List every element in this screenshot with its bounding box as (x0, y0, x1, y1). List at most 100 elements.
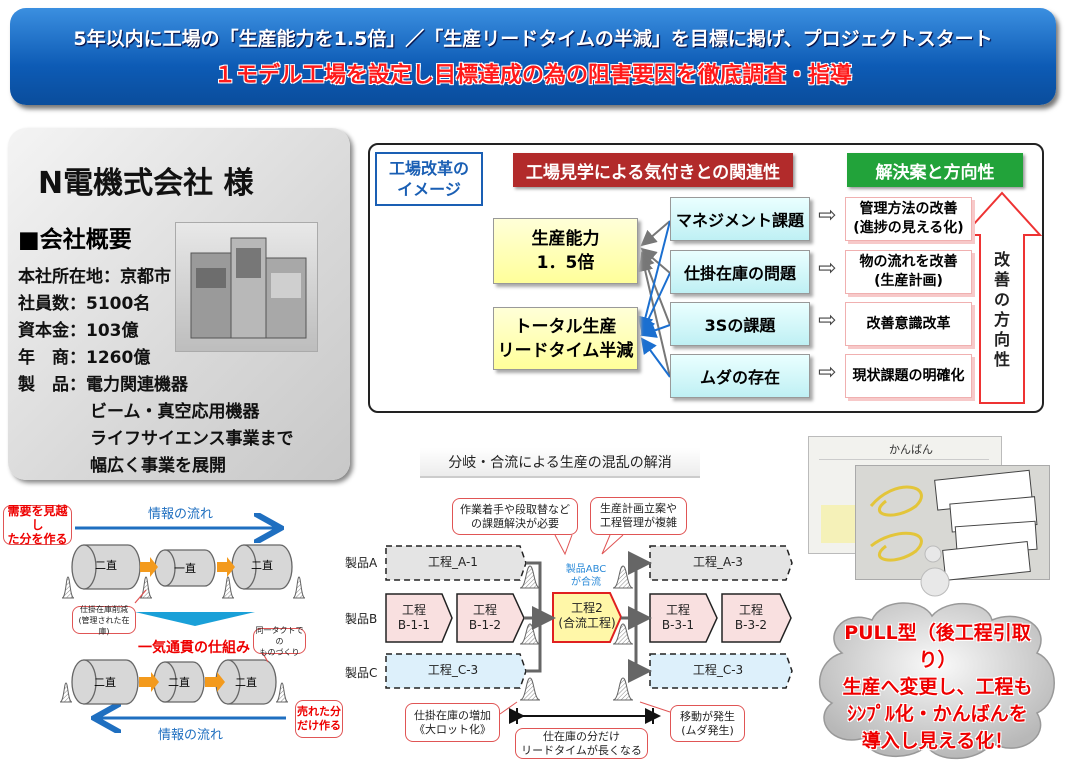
direction-up-arrow (961, 191, 1043, 404)
arrow-right-icon: ⇨ (818, 308, 837, 333)
merge-label: 製品ABC が合流 (565, 564, 607, 588)
process-b31: 工程 B-3-1 (661, 603, 695, 632)
direction-label: 改善の方向性 (994, 250, 1011, 369)
transform-down-arrow (135, 612, 255, 626)
cylinder (83, 544, 141, 590)
product-a-label: 製品A (345, 556, 378, 570)
thought-bubble-dots (920, 545, 950, 597)
shift-label: 一直 (174, 562, 196, 575)
process-b11-shape (385, 593, 453, 643)
cylinder (243, 544, 293, 590)
arrow-right-icon: ⇨ (818, 360, 837, 385)
orange-arrow (139, 672, 159, 692)
company-products: 製 品：電力関連機器 (18, 375, 188, 395)
inventory-bell (612, 623, 634, 645)
process-a3: 工程_A-3 (693, 555, 743, 569)
connector-lines (637, 191, 1043, 404)
issue-wip: 仕掛在庫の問題 (670, 250, 810, 294)
kanban-tags-icon (869, 469, 1038, 581)
callout-forecast: 需要を見越し た分を作る (3, 504, 72, 546)
inventory-bell (612, 677, 634, 701)
company-hq: 本社所在地：京都市 (18, 267, 171, 287)
process-b11: 工程 B-1-1 (397, 603, 431, 632)
overview-heading: ■会社概要 (18, 227, 132, 253)
inventory-bell (61, 576, 75, 599)
process-c3-right: 工程_C-3 (692, 663, 744, 677)
process-b12-shape (456, 593, 525, 643)
callout-sold: 売れた分 だけ作る (295, 700, 343, 738)
process-b32-shape (721, 593, 792, 643)
company-products-4: 幅広く事業を展開 (90, 456, 226, 476)
inventory-bell (519, 565, 541, 589)
solution-header: 解決案と方向性 (847, 153, 1023, 187)
kanban-card-title: かんばん (889, 443, 933, 456)
inventory-bell (59, 682, 73, 703)
reform-image-label: 工場改革の イメージ (375, 152, 483, 206)
process-a1: 工程_A-1 (428, 555, 478, 569)
goal-capacity: 生産能力 1．5倍 (493, 218, 638, 284)
cylinder (83, 659, 139, 705)
company-revenue: 年 商：1260億 (18, 348, 151, 368)
product-b-label: 製品B (345, 612, 378, 626)
relation-header: 工場見学による気付きとの関連性 (513, 153, 793, 187)
product-c-label: 製品C (345, 666, 378, 680)
shift-label: 二直 (235, 676, 257, 689)
shift-label: 二直 (95, 559, 117, 572)
process-b31-shape (649, 593, 718, 643)
issue-muda: ムダの存在 (670, 354, 810, 398)
machine-icon (190, 237, 307, 339)
company-employees: 社員数：5100名 (18, 294, 151, 314)
info-flow-label-top: 情報の流れ (148, 507, 214, 522)
inventory-bell (292, 576, 306, 599)
cloud-callout-shape (818, 602, 1055, 760)
process-a1-shape (385, 545, 527, 581)
issue-3s: 3Sの課題 (670, 302, 810, 346)
machine-photo (175, 222, 318, 352)
branch-merge-diagram (385, 534, 793, 724)
orange-arrow (217, 557, 235, 577)
info-flow-label-bottom: 情報の流れ (158, 728, 224, 743)
header-banner: 5年以内に工場の「生産能力を1.5倍」／「生産リードタイムの半減」を目標に掲げ、… (10, 8, 1056, 105)
solution-awareness: 改善意識改革 (845, 302, 972, 346)
cylinder (164, 549, 216, 587)
solution-clarify: 現状課題の明確化 (845, 354, 972, 398)
merge-process-shape (552, 592, 623, 643)
branch-merge-title: 分岐・合流による生産の混乱の解消 (420, 448, 700, 478)
banner-line-2: １モデル工場を設定し目標達成の為の阻害要因を徹底調査・指導 (213, 63, 852, 88)
process-b32: 工程 B-3-2 (734, 603, 768, 632)
shift-label: 二直 (168, 676, 190, 689)
process-merge: 工程2 (合流工程) (558, 601, 616, 630)
inventory-bell (612, 565, 634, 589)
process-c3-left-shape (385, 653, 527, 689)
callout-planning: 生産計画立案や 工程管理が複雑 (590, 497, 687, 535)
orange-arrow (140, 557, 158, 577)
solution-flow: 物の流れを改善 (生産計画) (845, 250, 972, 294)
callout-movement: 移動が発生 (ムダ発生) (670, 705, 745, 742)
process-b12: 工程 B-1-2 (468, 603, 502, 632)
inventory-bell (519, 623, 541, 645)
company-capital: 資本金：103億 (18, 321, 139, 341)
one-piece-flow-label: 一気通貫の仕組み (138, 640, 250, 656)
company-name: N電機式会社 様 (38, 166, 254, 201)
inventory-bell (275, 682, 289, 703)
callout-takt: 同一タクトでの ものづくり (253, 626, 306, 657)
inventory-bell (519, 677, 541, 701)
pull-system-message: PULL型（後工程引取り） 生産へ変更し、工程も ｼﾝﾌﾟﾙ化・かんばんを 導入… (842, 622, 1033, 752)
shift-label: 二直 (94, 676, 116, 689)
factory-reform-diagram: 工場改革の イメージ 工場見学による気付きとの関連性 解決案と方向性 生産能力 … (368, 143, 1044, 413)
goal-leadtime: トータル生産 リードタイム半減 (493, 307, 638, 370)
company-products-2: ビーム・真空応用機器 (90, 402, 260, 422)
callout-setup: 作業着手や段取替など の課題解決が必要 (452, 498, 578, 535)
callout-wip-increase: 仕掛在庫の増加 《大ロット化》 (405, 703, 500, 742)
inventory-bell (221, 576, 235, 599)
kanban-tags-photo (855, 465, 1050, 581)
one-piece-flow-diagram (59, 490, 306, 780)
shift-label: 二直 (251, 559, 273, 572)
callout-wip-reduction: 仕掛在庫削減 (管理された在庫) (72, 605, 136, 636)
orange-arrow (205, 672, 225, 692)
arrow-right-icon: ⇨ (818, 256, 837, 281)
company-profile-panel: N電機式会社 様 ■会社概要 本社所在地：京都市 社員数：5100名 資本金：1… (8, 128, 350, 480)
banner-line-1: 5年以内に工場の「生産能力を1.5倍」／「生産リードタイムの半減」を目標に掲げ、… (73, 28, 993, 50)
arrow-right-icon: ⇨ (818, 203, 837, 228)
company-products-3: ライフサイエンス事業まで (90, 429, 294, 449)
